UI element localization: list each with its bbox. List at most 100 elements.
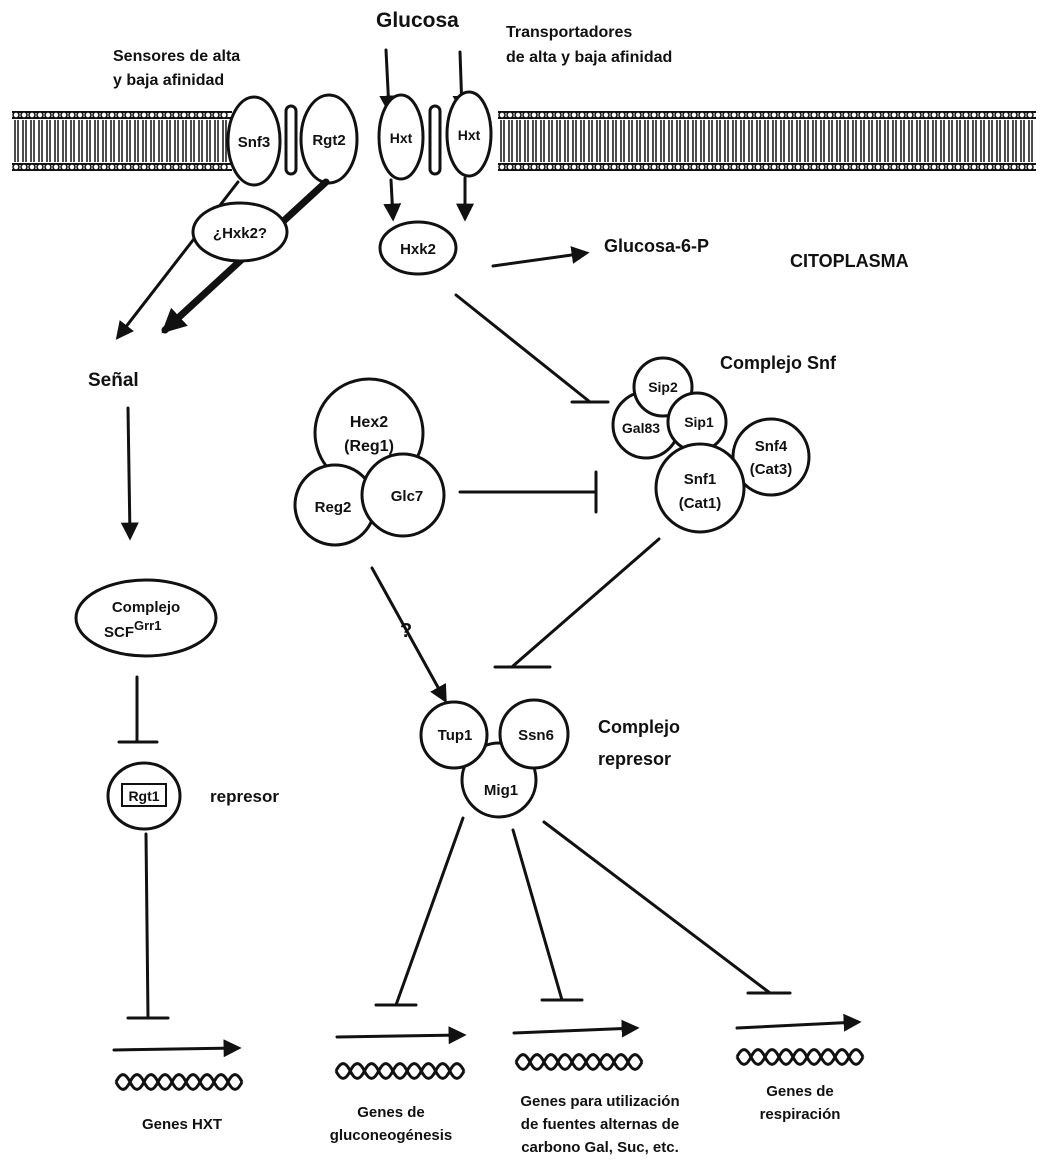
lipid-head (12, 163, 20, 171)
gene-gluconeo-dna (334, 1062, 466, 1080)
lipid-head (674, 163, 682, 171)
node-mig1-label: Mig1 (484, 782, 518, 799)
question-mark-label: ? (400, 620, 412, 642)
node-sip1-label: Sip1 (684, 414, 714, 430)
lipid-head (714, 111, 722, 119)
lipid-head (116, 111, 124, 119)
lipid-head (522, 163, 530, 171)
node-snf4-label-1: Snf4 (755, 438, 788, 455)
lipid-head (84, 163, 92, 171)
repressor-label: represor (210, 787, 279, 806)
node-hxk2-label: Hxk2 (400, 241, 436, 258)
sensors-label-line2: y baja afinidad (113, 72, 224, 89)
node-snf1-label-2: (Cat1) (679, 495, 722, 512)
lipid-head (124, 163, 132, 171)
gene-alternas-label-3: carbono Gal, Suc, etc. (521, 1139, 679, 1156)
transporters-label-line1: Transportadores (506, 24, 632, 41)
lipid-head (1026, 163, 1034, 171)
dna-strand (735, 1048, 865, 1061)
node-ssn6 (498, 698, 570, 770)
node-rgt2-label: Rgt2 (312, 132, 345, 149)
lipid-head (100, 111, 108, 119)
hxk2-to-g6p-arrow (491, 246, 590, 268)
lipid-head (546, 111, 554, 119)
node-hex2-label-2: (Reg1) (344, 438, 394, 455)
node-sip2-label: Sip2 (648, 379, 678, 395)
lipid-head (706, 111, 714, 119)
hxt1-to-hxk2-arrow (383, 178, 402, 222)
lipid-head (12, 111, 20, 119)
membrane-pore (428, 104, 442, 176)
node-hxt-2-label: Hxt (458, 127, 481, 143)
lipid-head (100, 163, 108, 171)
lipid-head (970, 163, 978, 171)
lipid-head (132, 163, 140, 171)
repressor-inhibits-gluconeo (394, 816, 465, 1007)
dna-strand (514, 1053, 644, 1066)
membrane-proteins: Snf3 Rgt2 Hxt Hxt (226, 90, 493, 187)
glucose-label: Glucosa (376, 9, 459, 32)
lipid-head (842, 163, 850, 171)
gene-respiracion: Genes de respiración (735, 1013, 865, 1123)
lipid-head (722, 163, 730, 171)
lipid-head (730, 111, 738, 119)
lipid-head (770, 163, 778, 171)
lipid-head (946, 111, 954, 119)
repressor-inhibits-alternas (511, 828, 564, 1002)
lipid-head (578, 111, 586, 119)
lipid-head (794, 111, 802, 119)
node-tup1-label: Tup1 (438, 727, 473, 744)
lipid-head (914, 111, 922, 119)
lipid-head (618, 111, 626, 119)
lipid-head (204, 163, 212, 171)
lipid-head (626, 163, 634, 171)
lipid-head (220, 163, 228, 171)
lipid-head (148, 163, 156, 171)
lipid-head (188, 111, 196, 119)
lipid-head (986, 111, 994, 119)
lipid-head (44, 111, 52, 119)
lipid-head (706, 163, 714, 171)
lipid-head (156, 163, 164, 171)
lipid-head (850, 163, 858, 171)
lipid-head (538, 111, 546, 119)
lipid-head (882, 163, 890, 171)
lipid-head (602, 111, 610, 119)
lipid-head (938, 111, 946, 119)
lipid-head (586, 111, 594, 119)
lipid-head (650, 111, 658, 119)
snf-complex-label: Complejo Snf (720, 353, 837, 373)
lipid-head (514, 163, 522, 171)
cell-membrane (12, 111, 1036, 171)
lipid-head (858, 111, 866, 119)
lipid-head (778, 163, 786, 171)
lipid-head (922, 111, 930, 119)
lipid-head (698, 163, 706, 171)
lipid-head (922, 163, 930, 171)
lipid-head (212, 111, 220, 119)
dna-strand (114, 1073, 244, 1086)
lipid-head (690, 111, 698, 119)
lipid-head (826, 163, 834, 171)
node-gal83-label: Gal83 (622, 420, 660, 436)
lipid-head (514, 111, 522, 119)
node-snf1-label-1: Snf1 (684, 471, 717, 488)
lipid-head (986, 163, 994, 171)
scf-label-line1: Complejo (112, 599, 180, 616)
dna-strand (114, 1078, 244, 1091)
lipid-head (762, 111, 770, 119)
node-snf1 (654, 442, 746, 534)
lipid-head (754, 163, 762, 171)
lipid-head (746, 111, 754, 119)
lipid-head (522, 111, 530, 119)
lipid-head (108, 163, 116, 171)
node-hxt-2 (445, 90, 493, 178)
lipid-head (212, 163, 220, 171)
lipid-head (148, 111, 156, 119)
node-tup1 (419, 700, 489, 770)
lipid-head (866, 111, 874, 119)
lipid-head (698, 111, 706, 119)
lipid-head (116, 163, 124, 171)
lipid-head (626, 111, 634, 119)
lipid-head (978, 163, 986, 171)
